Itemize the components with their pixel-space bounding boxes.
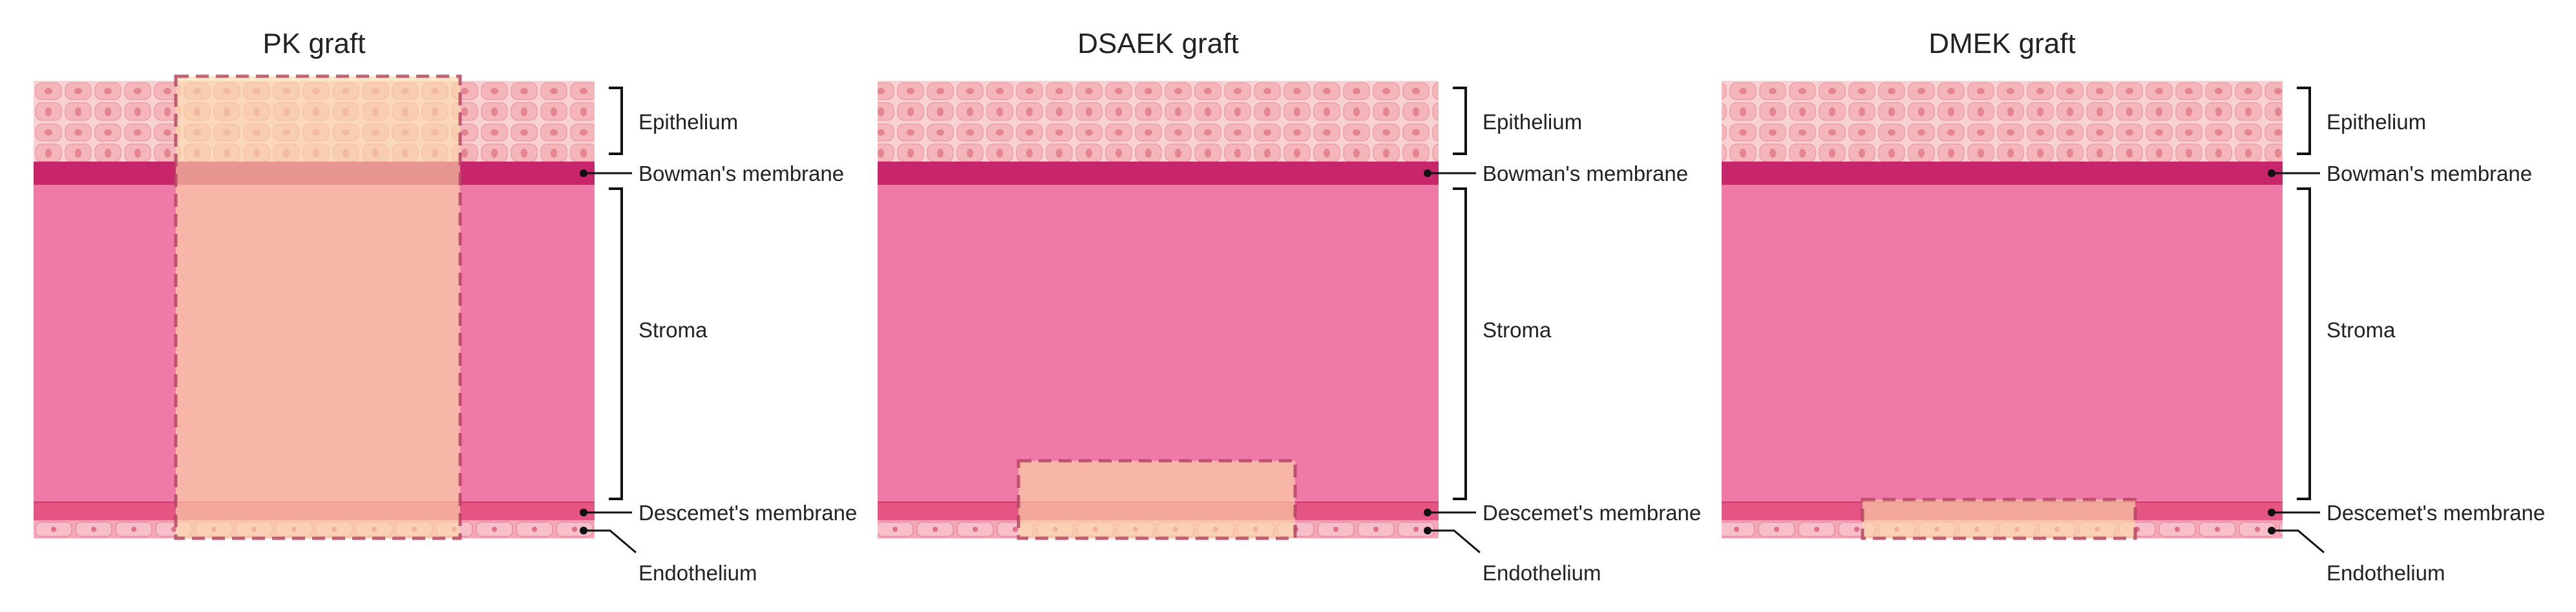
label-bowman: Bowman's membrane <box>2327 162 2532 185</box>
endothelium-leader <box>2272 529 2325 554</box>
label-epithelium: Epithelium <box>2327 110 2426 134</box>
epithelium-layer <box>1722 81 2283 162</box>
label-epithelium: Epithelium <box>1483 110 1582 134</box>
graft-region <box>1861 498 2137 540</box>
endothelium-leader <box>1428 529 1481 554</box>
epithelium-bracket <box>2297 87 2311 155</box>
panel-title: DMEK graft <box>1928 28 2075 59</box>
stroma-layer <box>1722 185 2283 502</box>
label-bowman: Bowman's membrane <box>639 162 844 185</box>
epithelium-bracket <box>1453 87 1467 155</box>
label-endothelium: Endothelium <box>2327 561 2445 585</box>
stroma-bracket <box>2297 187 2311 500</box>
label-stroma: Stroma <box>1483 318 1552 342</box>
stroma-bracket <box>609 187 623 500</box>
label-bowman: Bowman's membrane <box>1483 162 1688 185</box>
label-endothelium: Endothelium <box>639 561 757 585</box>
graft-region <box>1017 459 1297 540</box>
epithelium-layer <box>878 81 1439 162</box>
label-stroma: Stroma <box>2327 318 2396 342</box>
label-descemet: Descemet's membrane <box>1483 501 1701 525</box>
graft-region <box>174 74 462 540</box>
stroma-bracket <box>1453 187 1467 500</box>
panel-title: PK graft <box>263 28 366 59</box>
panel-title: DSAEK graft <box>1077 28 1238 59</box>
bowman-layer <box>878 162 1439 185</box>
label-stroma: Stroma <box>639 318 708 342</box>
stroma-layer <box>878 185 1439 502</box>
label-epithelium: Epithelium <box>639 110 738 134</box>
endothelium-leader <box>584 529 637 554</box>
bowman-layer <box>1722 162 2283 185</box>
label-descemet: Descemet's membrane <box>2327 501 2545 525</box>
epithelium-bracket <box>609 87 623 155</box>
label-descemet: Descemet's membrane <box>639 501 857 525</box>
label-endothelium: Endothelium <box>1483 561 1601 585</box>
